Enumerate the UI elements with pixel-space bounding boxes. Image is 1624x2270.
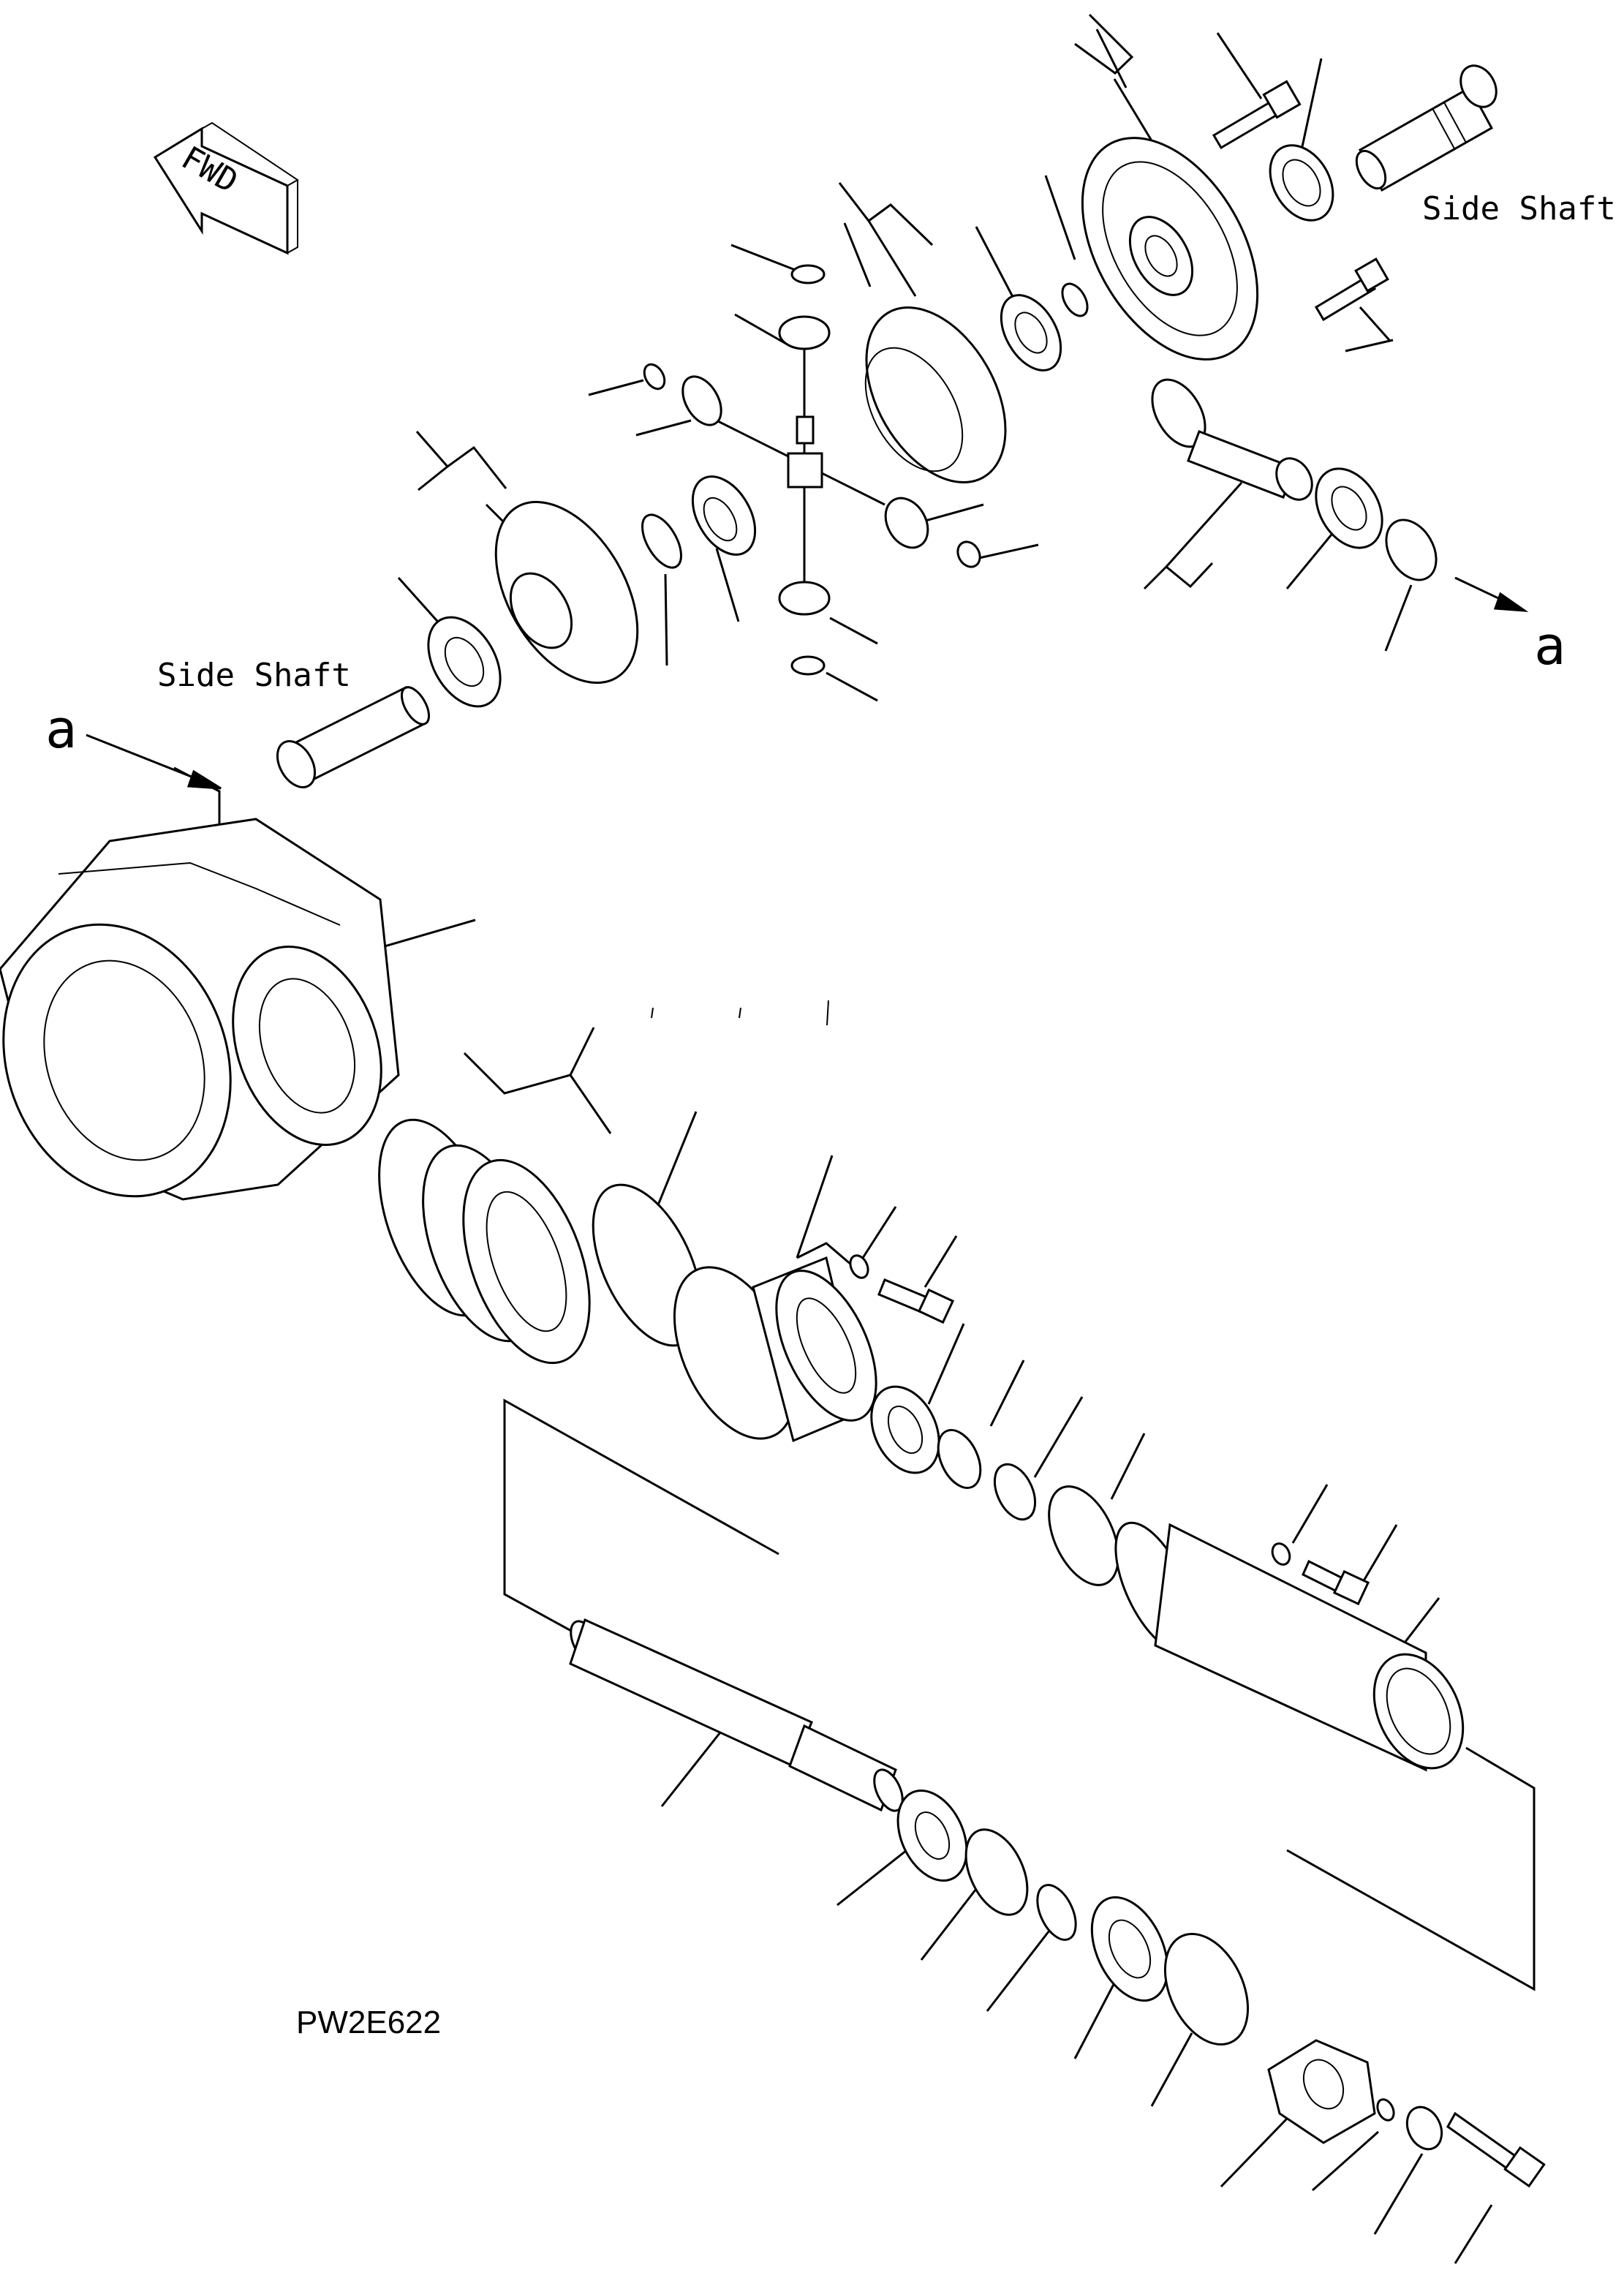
bolt-tube-part: [1302, 1559, 1370, 1606]
pinion-gears-part: [681, 315, 929, 616]
side-shaft-label-right: Side Shaft: [1422, 190, 1616, 227]
drawing-code: PW2E622: [296, 2005, 441, 2040]
fwd-label: FWD: [175, 139, 244, 200]
washer-tube-part: [1271, 1542, 1291, 1566]
bearing-left-part: [691, 475, 757, 556]
shims-stack-part: [378, 1118, 591, 1365]
snap-ring-lower-part: [964, 1828, 1029, 1916]
o-ring-small-part: [1048, 1485, 1119, 1586]
fwd-arrow-icon: FWD: [153, 121, 299, 255]
thrust-washer-part: [1061, 282, 1089, 317]
yoke-flange-part: [1267, 2039, 1376, 2144]
side-gear-right-part: [1000, 294, 1062, 372]
arrow-right-icon: [1493, 592, 1529, 612]
bearing-top-part: [1269, 144, 1334, 222]
bearing-retainer-part: [673, 1256, 877, 1443]
bolt-ring-part: [1314, 257, 1389, 322]
circlip-lower-part: [1036, 1884, 1077, 1941]
washer-retainer-part: [849, 1254, 869, 1279]
bolt-retainer-part: [877, 1278, 955, 1324]
reference-a-left: a: [45, 698, 77, 760]
drive-pinion-part: [1151, 378, 1313, 501]
pinion-washers-part: [643, 264, 981, 676]
side-shaft-label-left: Side Shaft: [157, 657, 351, 694]
ring-gear-part: [1081, 137, 1259, 361]
dust-cover-part: [1163, 1932, 1250, 2046]
spider-cross-part: [716, 344, 885, 585]
seal-lower-part: [1090, 1896, 1169, 2002]
side-shaft-left-part: [276, 685, 431, 788]
bolt-top-part: [1212, 80, 1302, 150]
carrier-left-part: [494, 500, 639, 685]
bearing-mid-part: [870, 1385, 940, 1474]
bolt-yoke-part: [1446, 2111, 1546, 2188]
snap-ring-mid-part: [937, 1428, 982, 1490]
differential-case-part: [864, 306, 1007, 483]
pinion-spacer-part: [1385, 519, 1438, 581]
axle-shaft-part: [569, 1618, 904, 1812]
bearing-side-left-part: [427, 616, 502, 708]
washer-yoke-part: [1405, 2105, 1443, 2151]
reference-a-right: a: [1534, 615, 1566, 676]
bearing-lower-part: [896, 1789, 968, 1882]
side-shaft-right-part: [1355, 64, 1498, 192]
o-ring-yoke-part: [1376, 2098, 1395, 2122]
shim-left-part: [641, 513, 682, 569]
pinion-bearing-part: [1315, 467, 1383, 549]
nut-mid-part: [993, 1463, 1037, 1521]
axle-tube-part: [1114, 1521, 1465, 1772]
axle-housing-part: [0, 818, 400, 1201]
